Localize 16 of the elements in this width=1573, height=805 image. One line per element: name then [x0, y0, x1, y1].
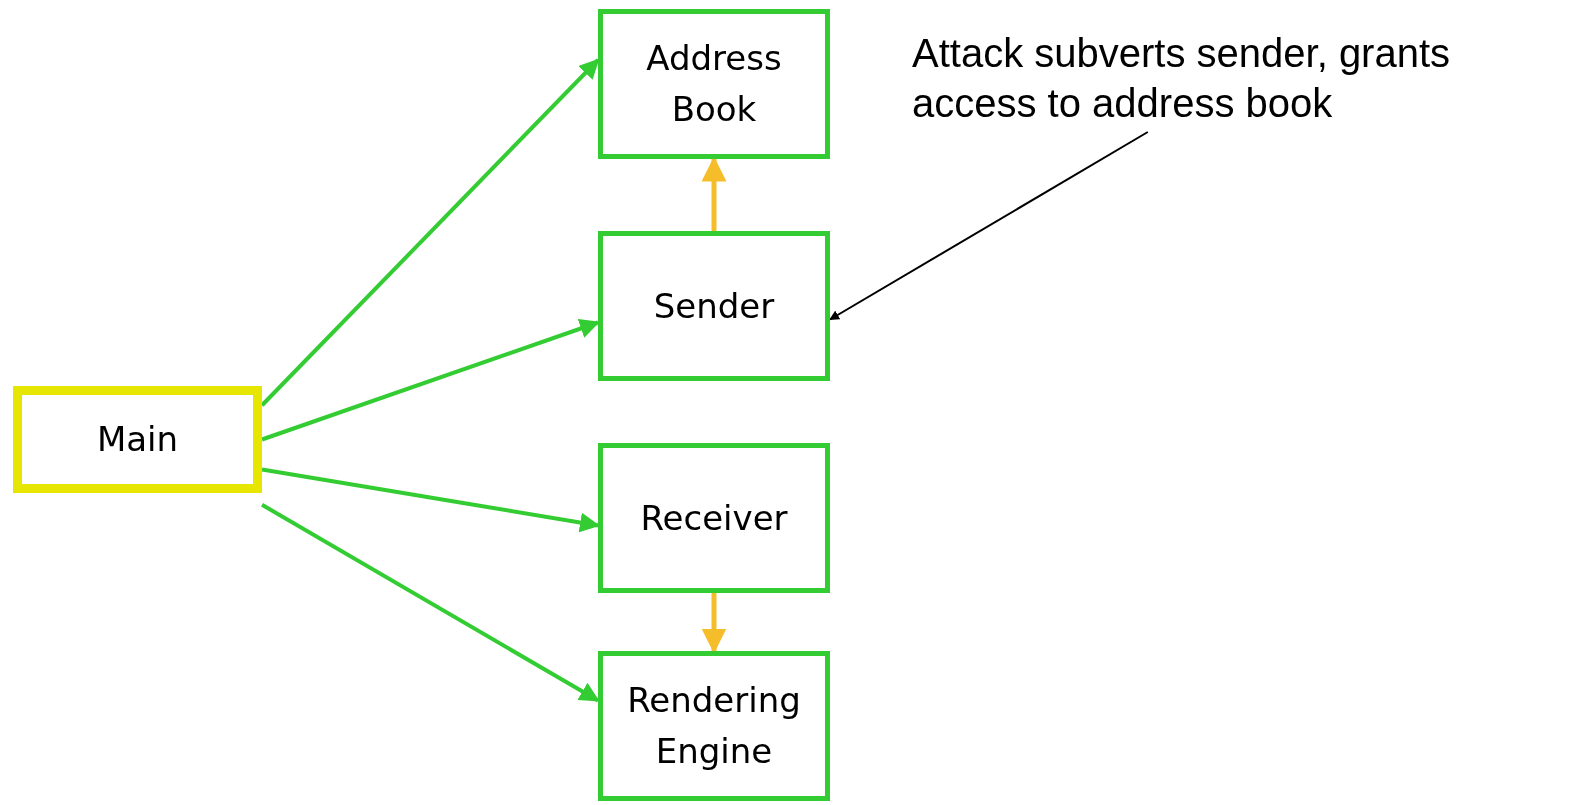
arrow — [260, 58, 600, 407]
arrow — [261, 467, 600, 533]
box-label: Address Book — [645, 37, 783, 131]
arrow — [261, 319, 600, 442]
process-box — [598, 443, 830, 593]
box-label: Sender — [653, 284, 775, 328]
process-box — [598, 651, 830, 801]
process-box — [598, 9, 830, 159]
annotation-text: Attack subverts sender, grants access to address book — [912, 30, 1452, 127]
process-box — [13, 386, 262, 493]
box-label: Rendering Engine — [626, 679, 802, 773]
box-label: Receiver — [640, 496, 788, 540]
box-label: Main — [96, 418, 179, 461]
process-box — [598, 231, 830, 381]
arrow — [261, 503, 600, 703]
leader-arrow — [829, 131, 1149, 321]
